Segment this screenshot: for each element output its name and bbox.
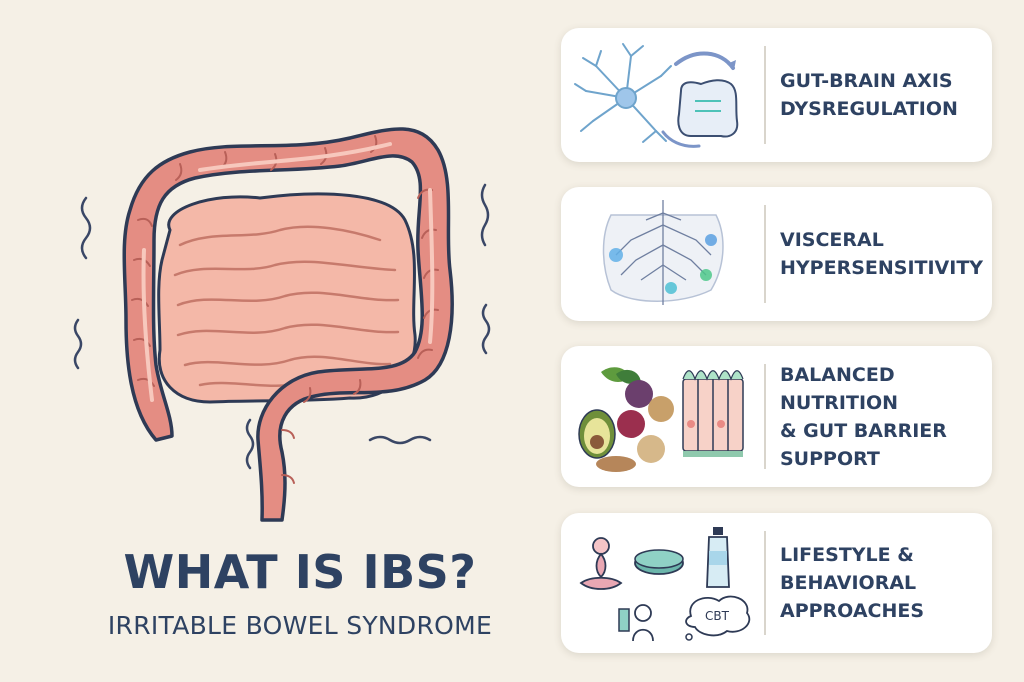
card-divider xyxy=(764,531,766,635)
large-intestine xyxy=(122,127,454,522)
card-gut-brain-axis: GUT-BRAIN AXIS DYSREGULATION xyxy=(561,28,992,162)
person-hydration-icon xyxy=(618,604,654,642)
card-label: BALANCED NUTRITION & GUT BARRIER SUPPORT xyxy=(780,346,984,487)
card-lifestyle: CBT LIFESTYLE & BEHAVIORAL APPROACHES xyxy=(561,513,992,653)
nerve-network-icon xyxy=(602,200,724,305)
card-label-line: BEHAVIORAL xyxy=(780,572,917,594)
gut-brain-axis-icon xyxy=(574,43,739,148)
card-label-line: LIFESTYLE & xyxy=(780,544,914,566)
page-title: WHAT IS IBS? xyxy=(123,545,477,599)
cbt-thought-bubble-icon: CBT xyxy=(685,595,751,641)
card-label: GUT-BRAIN AXIS DYSREGULATION xyxy=(780,28,984,162)
card-label-line: HYPERSENSITIVITY xyxy=(780,257,984,279)
cbt-label: CBT xyxy=(705,609,730,623)
card-label-line: & GUT BARRIER xyxy=(780,419,947,442)
card-label-line: GUT-BRAIN AXIS xyxy=(780,70,953,92)
card-label-line: APPROACHES xyxy=(780,600,925,622)
meditation-icon xyxy=(579,537,623,590)
card-divider xyxy=(764,205,766,303)
page-subtitle: IRRITABLE BOWEL SYNDROME xyxy=(107,611,493,640)
intestine-illustration xyxy=(73,127,491,522)
motion-lines xyxy=(73,183,491,470)
card-label-line: VISCERAL xyxy=(780,229,884,251)
small-intestine xyxy=(157,192,417,404)
card-divider xyxy=(764,364,766,469)
nutrition-barrier-icon xyxy=(578,367,744,472)
card-label-line: NUTRITION xyxy=(780,391,899,414)
card-label: LIFESTYLE & BEHAVIORAL APPROACHES xyxy=(780,513,984,653)
left-panel: WHAT IS IBS? IRRITABLE BOWEL SYNDROME xyxy=(73,127,492,640)
card-label: VISCERAL HYPERSENSITIVITY xyxy=(780,187,984,321)
card-label-line: SUPPORT xyxy=(780,447,880,470)
water-bottle-icon xyxy=(706,527,730,588)
card-divider xyxy=(764,46,766,144)
card-label-line: DYSREGULATION xyxy=(780,98,958,120)
card-label-line: BALANCED xyxy=(780,363,895,386)
card-visceral-hypersensitivity: VISCERAL HYPERSENSITIVITY xyxy=(561,187,992,321)
card-nutrition-gut-barrier: BALANCED NUTRITION & GUT BARRIER SUPPORT xyxy=(561,346,992,487)
supplement-icon xyxy=(634,549,684,575)
lifestyle-icons: CBT xyxy=(579,527,751,642)
